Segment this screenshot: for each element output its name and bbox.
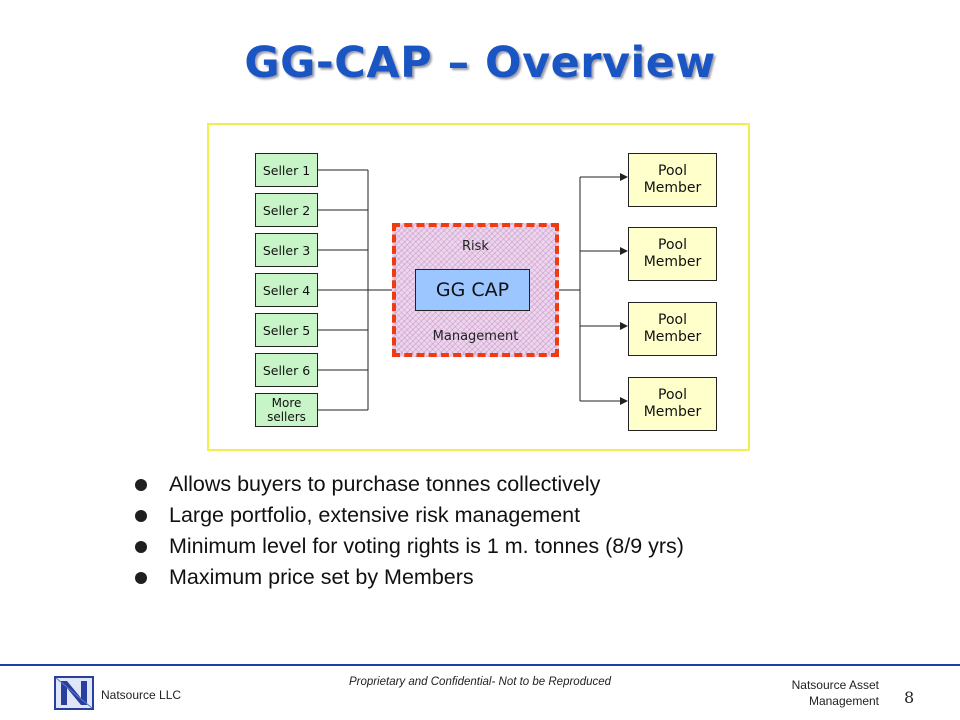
seller-box: Seller 5 [255, 313, 318, 347]
more-sellers-line1: More [271, 396, 302, 410]
seller-box: Seller 4 [255, 273, 318, 307]
seller-box: Seller 6 [255, 353, 318, 387]
gg-cap-box: GG CAP [415, 269, 530, 311]
bullet-dot-icon [135, 479, 147, 491]
risk-label: Risk [462, 239, 489, 254]
connector-lines [318, 169, 628, 411]
pool-member-line2: Member [643, 180, 702, 196]
pool-member-line2: Member [643, 254, 702, 270]
bullet-text: Maximum price set by Members [169, 565, 474, 589]
pool-member-line1: Pool [658, 163, 687, 179]
page-number: 8 [904, 688, 915, 707]
bullet-text: Allows buyers to purchase tonnes collect… [169, 472, 601, 496]
pool-member-line1: Pool [658, 312, 687, 328]
footer-right-line2: Management [808, 694, 879, 708]
bullet-list: Allows buyers to purchase tonnes collect… [134, 470, 684, 594]
pool-member-line2: Member [643, 329, 702, 345]
bullet-text: Minimum level for voting rights is 1 m. … [169, 534, 684, 558]
confidentiality-notice: Proprietary and Confidential- Not to be … [348, 676, 612, 688]
overview-diagram: Seller 1 Seller 2 Seller 3 Seller 4 Sell… [207, 123, 750, 451]
management-label: Management [432, 329, 519, 344]
pool-member-box: Pool Member [628, 302, 717, 356]
pool-member-line1: Pool [658, 237, 687, 253]
pool-member-box: Pool Member [628, 153, 717, 207]
pool-member-line1: Pool [658, 387, 687, 403]
slide-title: GG-CAP – Overview [244, 38, 716, 88]
natsource-n-logo-icon [54, 676, 94, 710]
bullet-dot-icon [135, 510, 147, 522]
pool-member-box: Pool Member [628, 227, 717, 281]
footer-right-name: Natsource Asset Management [792, 677, 879, 709]
pool-member-box: Pool Member [628, 377, 717, 431]
seller-box: Seller 1 [255, 153, 318, 187]
bullet-item: Allows buyers to purchase tonnes collect… [134, 470, 684, 501]
bullet-text: Large portfolio, extensive risk manageme… [169, 503, 581, 527]
footer-right-line1: Natsource Asset [791, 678, 879, 692]
bullet-dot-icon [135, 572, 147, 584]
bullet-item: Large portfolio, extensive risk manageme… [134, 501, 684, 532]
more-sellers-line2: sellers [267, 410, 306, 424]
seller-box: Seller 2 [255, 193, 318, 227]
more-sellers-box: More sellers [255, 393, 318, 427]
bullet-item: Minimum level for voting rights is 1 m. … [134, 532, 684, 563]
pool-member-line2: Member [643, 404, 702, 420]
bullet-item: Maximum price set by Members [134, 563, 684, 594]
bullet-dot-icon [135, 541, 147, 553]
seller-box: Seller 3 [255, 233, 318, 267]
footer-divider [0, 664, 960, 666]
company-name: Natsource LLC [101, 688, 182, 702]
